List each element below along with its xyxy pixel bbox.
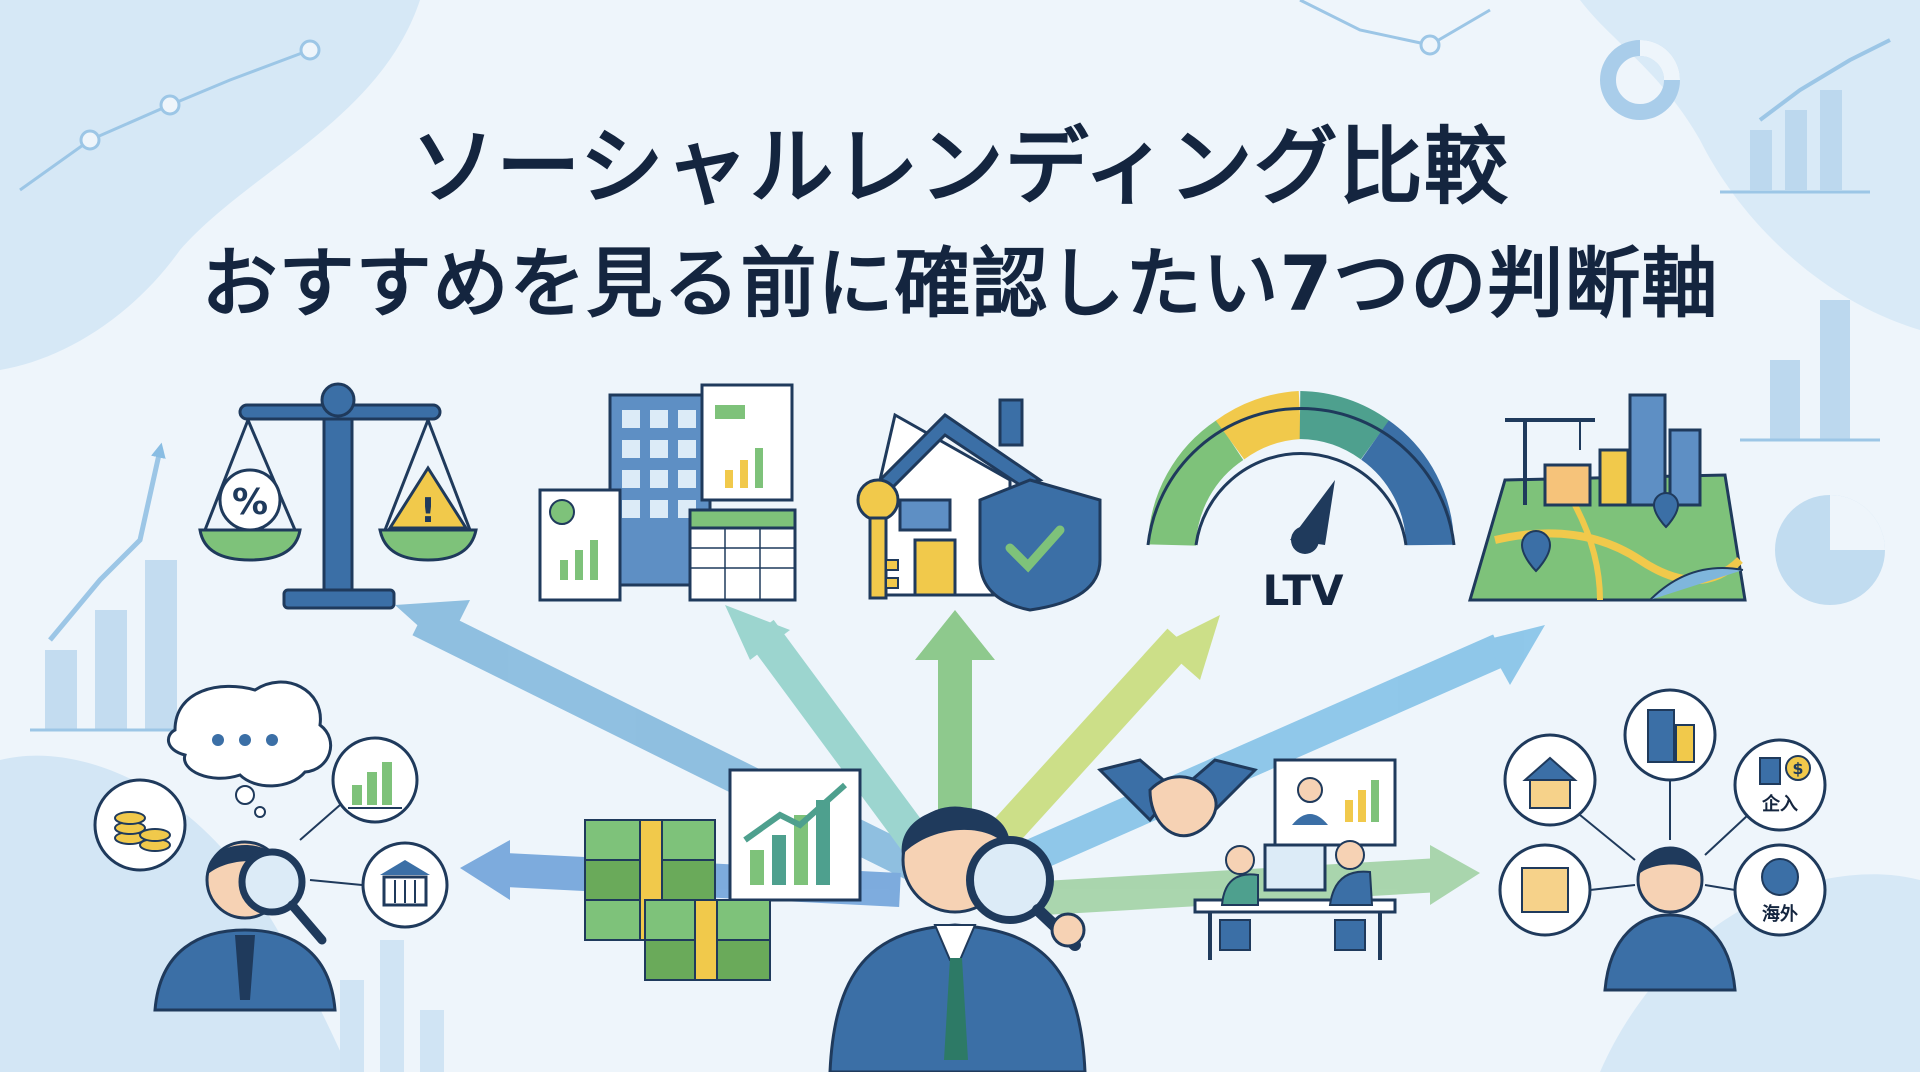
house-key-shield-icon [856, 398, 1102, 612]
money-growth-icon [584, 768, 862, 981]
analyst-person-icon [93, 680, 449, 1012]
city-map-icon [1468, 393, 1747, 602]
page-title-line-2: おすすめを見る前に確認したい7つの判断軸 [201, 239, 1719, 328]
percent-symbol: % [232, 482, 268, 523]
page-title-line-1: ソーシャルレンディング比較 [411, 118, 1509, 216]
investor-person-icon [828, 806, 1087, 1072]
ltv-gauge-icon: LTV [1146, 391, 1456, 615]
company-label: 企入 [1761, 793, 1798, 815]
balance-scale-icon: % ! [198, 382, 478, 610]
warning-symbol: ! [420, 491, 436, 531]
ltv-label: LTV [1263, 566, 1344, 615]
overseas-label: 海外 [1762, 903, 1798, 925]
direction-arrows [395, 600, 1545, 917]
handshake-office-icon [1097, 758, 1397, 960]
borrower-network-icon: $ 企入 海外 [1498, 688, 1827, 992]
currency-symbol: $ [1792, 759, 1803, 778]
building-documents-icon [538, 383, 797, 602]
